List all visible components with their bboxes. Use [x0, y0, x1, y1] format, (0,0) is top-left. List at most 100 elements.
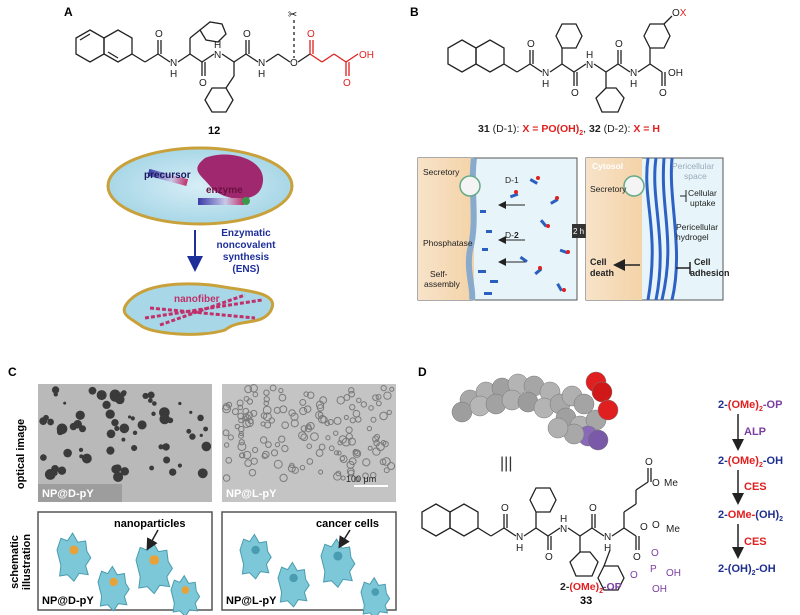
enzymatic-pathway: 2-(OMe)2-OP ALP 2-(OMe)2-OH CES 2-OMe-(O…: [718, 399, 783, 577]
cell-particle: [197, 414, 204, 422]
atom-sphere: [587, 429, 609, 451]
cell-particle: [142, 392, 149, 400]
atom: H: [258, 69, 265, 80]
cell-particle: [273, 459, 283, 469]
cancer-cell-shape: [360, 576, 391, 615]
cell-particle: [111, 464, 121, 474]
atom: P: [650, 564, 657, 575]
cell-particle: [306, 443, 313, 449]
cell-nucleus: [289, 573, 298, 583]
atom: N: [560, 524, 567, 535]
cell-particle: [39, 417, 48, 425]
atom-sphere: [573, 393, 595, 415]
cell-particle: [119, 423, 130, 434]
cell-particle: [121, 437, 126, 442]
cell-particle: [238, 417, 244, 424]
cell-particle: [333, 430, 339, 436]
cell-nucleus: [333, 551, 343, 561]
atom: H: [214, 40, 221, 51]
atom: O: [630, 570, 638, 581]
atom: O: [290, 58, 298, 69]
cell-particle: [333, 416, 342, 425]
cell-particle: [372, 435, 380, 443]
enzyme-label: ALP: [744, 426, 766, 438]
cell-particle: [40, 454, 47, 461]
cell-particle: [346, 467, 355, 476]
image-label: NP@D-pY: [42, 488, 94, 500]
cell-particle: [325, 435, 331, 441]
cell-particle: [318, 469, 324, 475]
cell-particle: [375, 442, 385, 452]
cell-particle: [73, 419, 82, 429]
precursor-label: precursor: [144, 170, 191, 181]
svg-text:(ENS): (ENS): [232, 264, 259, 275]
hydrogel-label: hydrogel: [676, 232, 709, 242]
cancer-cell-shape: [170, 574, 201, 615]
cell-particle: [252, 391, 259, 398]
cell-particle: [381, 457, 391, 466]
cell-particle: [290, 419, 299, 428]
cell-particle: [199, 433, 203, 437]
cell-particle: [349, 404, 356, 411]
cell-particle: [263, 389, 270, 396]
atom: OH: [668, 68, 683, 79]
atom: O: [155, 29, 163, 40]
scheme-box-after: Cytosol Pericellular space Secretory Cel…: [585, 157, 730, 301]
cell-particle: [259, 436, 268, 444]
cell-particle: [303, 391, 309, 397]
atom: H: [560, 514, 567, 525]
atom: O: [651, 548, 659, 559]
compound-33-structure: [421, 468, 652, 591]
cell-particle: [162, 443, 170, 451]
cell-particle: [250, 409, 258, 417]
cell-particle: [318, 415, 327, 424]
cell-particle: [290, 412, 299, 421]
cell-particle: [120, 390, 126, 397]
cell-particle: [57, 466, 67, 475]
cell-particle: [44, 469, 56, 480]
compound-33-name: 2-(OMe)2-OP: [560, 581, 622, 595]
cell-particle: [274, 442, 281, 448]
svg-text:Enzymatic: Enzymatic: [221, 228, 271, 239]
equivalence-mark: |||: [500, 455, 512, 472]
atom-sphere: [547, 417, 569, 439]
ox-label: OX: [672, 8, 687, 19]
cell-adhesion-label: Cell: [694, 257, 711, 267]
cell-particle: [263, 400, 270, 407]
panel-b-letter: B: [410, 5, 419, 19]
cell-particle: [189, 433, 196, 440]
cell-particle: [106, 446, 115, 455]
row-label-schematic: schematic: [9, 535, 21, 589]
atom: OH: [666, 568, 681, 579]
cell-particle: [352, 448, 359, 455]
cell-particle: [244, 459, 253, 467]
atom: N: [586, 60, 593, 71]
phosphatase-label: Phosphatase: [423, 238, 473, 248]
cell-particle: [300, 425, 308, 432]
ens-cell-illustration: precursor enzyme: [106, 146, 294, 226]
cell-nucleus: [371, 588, 380, 596]
pathway-step: 2-(OH)2-OH: [718, 563, 776, 577]
cell-particle: [177, 463, 182, 468]
cell-adhesion-label: adhesion: [690, 268, 730, 278]
cell-particle: [111, 419, 119, 427]
cell-particle: [236, 399, 244, 407]
panel-c: C optical image schematic illustration N…: [8, 365, 397, 615]
scissors-icon: ✂: [288, 9, 297, 21]
cell-particle: [81, 453, 92, 464]
cell-nucleus: [181, 586, 190, 594]
panel-d-letter: D: [418, 365, 427, 379]
cell-particle: [244, 385, 253, 394]
schematic-label: NP@L-pY: [226, 595, 277, 607]
cell-particle: [56, 428, 64, 436]
cell-particle: [163, 456, 171, 464]
cell-particle: [348, 457, 357, 466]
cell-particle: [132, 430, 138, 436]
cell-particle: [159, 413, 170, 425]
atom: O: [199, 78, 207, 89]
cell-particle: [96, 390, 107, 401]
cell-particle: [102, 400, 111, 410]
cell-particle: [222, 474, 231, 482]
cell-death-label: Cell: [590, 257, 607, 267]
cell-particle: [243, 395, 250, 402]
